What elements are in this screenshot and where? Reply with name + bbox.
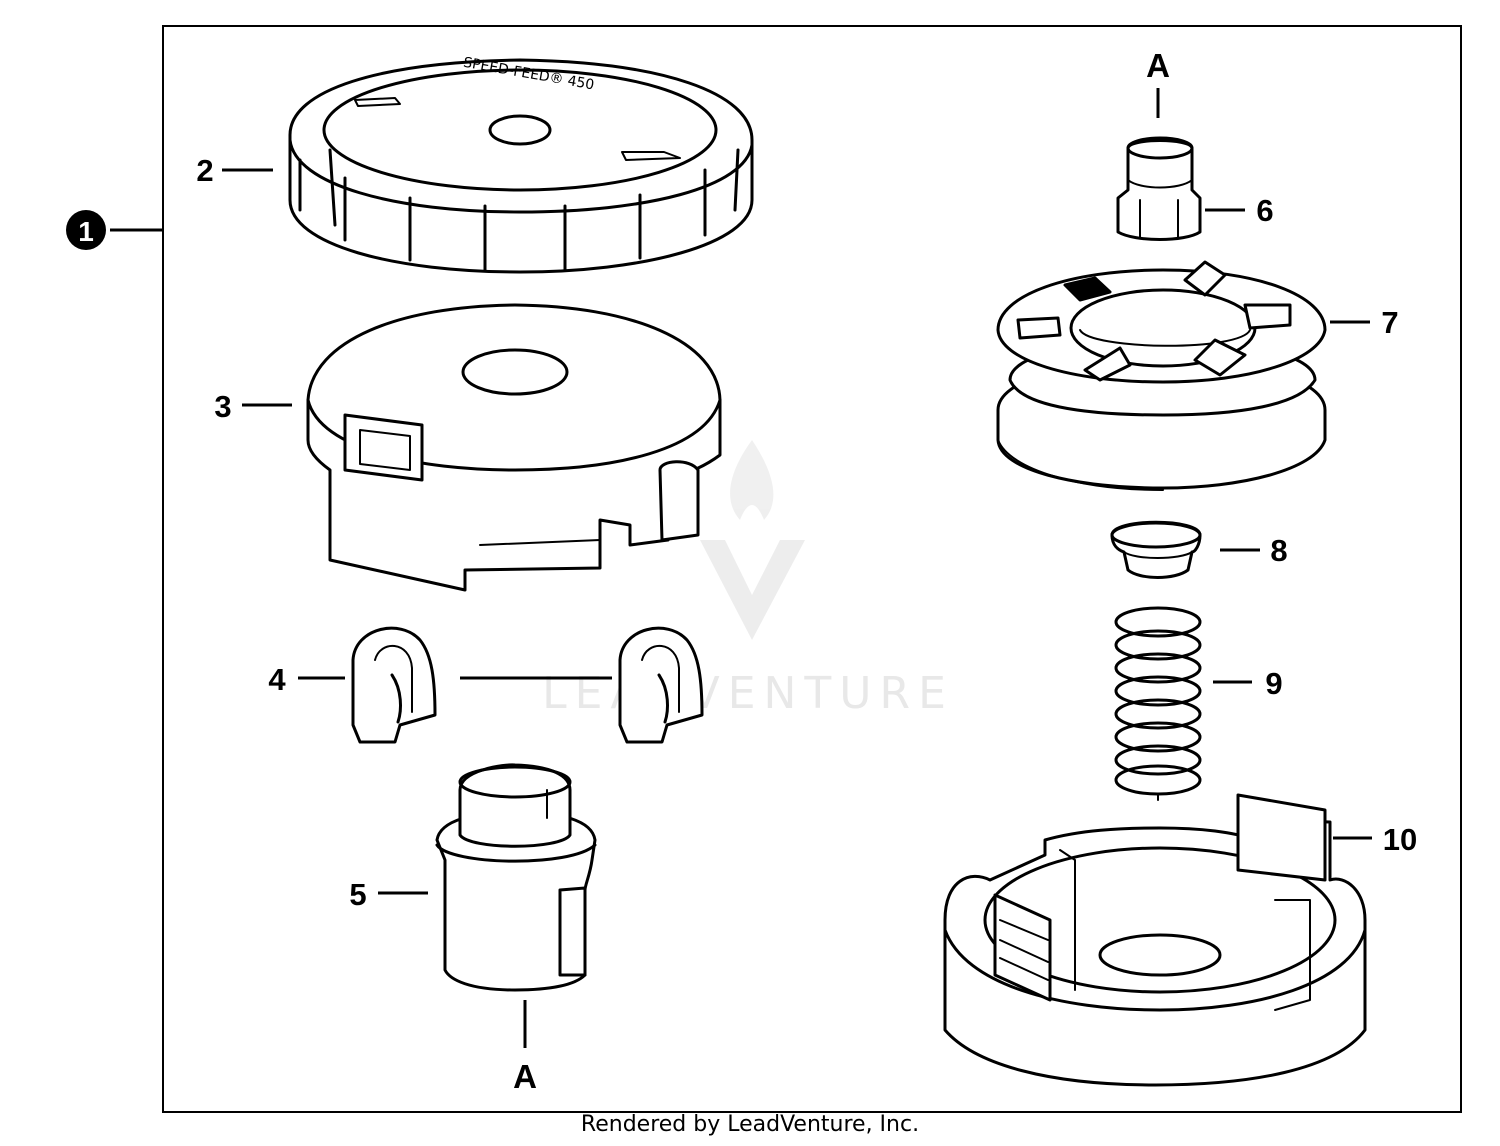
assembly-callout: 1 [66, 210, 163, 250]
spool-housing-icon [306, 303, 722, 592]
line-spool-icon [996, 260, 1327, 491]
callout-6: 6 [1256, 193, 1273, 228]
coil-spring-icon [1114, 606, 1202, 801]
callout-7: 7 [1381, 305, 1398, 340]
callout-9: 9 [1265, 666, 1282, 701]
footer-credit: Rendered by LeadVenture, Inc. [580, 1112, 920, 1137]
callout-8: 8 [1270, 533, 1287, 568]
callout-5: 5 [349, 877, 366, 912]
retainer-cap-icon [1110, 520, 1202, 579]
watermark-text: LEADVENTURE [542, 668, 954, 719]
bump-knob-adapter-icon [435, 763, 597, 992]
connector-label-bottom: A [513, 1058, 537, 1095]
callout-10: 10 [1383, 822, 1417, 857]
diagram-frame [162, 25, 1462, 1113]
connector-label-top: A [1146, 47, 1170, 84]
assembly-callout-number: 1 [78, 216, 94, 247]
spool-cap-icon [288, 58, 754, 274]
eyelet-icon [351, 626, 704, 744]
spool-base-icon [943, 793, 1367, 1087]
bolt-adapter-icon [1116, 136, 1202, 241]
callout-3: 3 [214, 389, 231, 424]
callout-2: 2 [196, 153, 213, 188]
callout-4: 4 [268, 662, 286, 697]
